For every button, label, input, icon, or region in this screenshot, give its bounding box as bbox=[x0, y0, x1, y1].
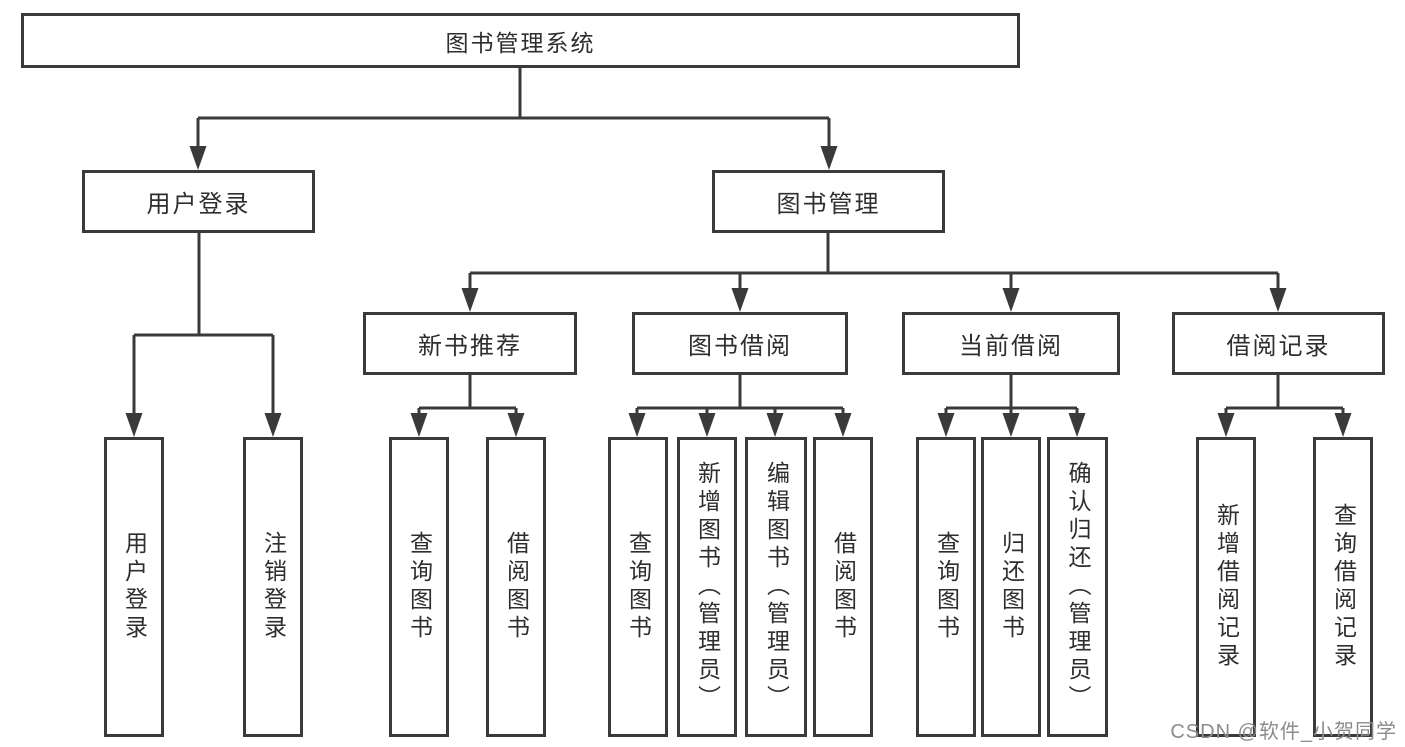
leaf-query-books-borrowing: 查询图书 bbox=[608, 437, 668, 737]
leaf-logout: 注销登录 bbox=[243, 437, 303, 737]
leaf-edit-books-admin: 编辑图书（管理员） bbox=[745, 437, 807, 737]
node-user-login: 用户登录 bbox=[82, 170, 315, 233]
leaf-add-books-admin: 新增图书（管理员） bbox=[677, 437, 737, 737]
leaf-add-borrowing-record: 新增借阅记录 bbox=[1196, 437, 1256, 737]
node-book-management: 图书管理 bbox=[712, 170, 945, 233]
leaf-return-books: 归还图书 bbox=[981, 437, 1041, 737]
leaf-confirm-return-admin: 确认归还（管理员） bbox=[1047, 437, 1108, 737]
arrowhead-icon bbox=[1217, 413, 1235, 437]
arrowhead-icon bbox=[766, 413, 784, 437]
arrowhead-icon bbox=[125, 413, 143, 437]
node-library-management-system: 图书管理系统 bbox=[21, 13, 1020, 68]
leaf-query-borrowing-record: 查询借阅记录 bbox=[1313, 437, 1373, 737]
arrowhead-icon bbox=[698, 413, 716, 437]
arrowhead-icon bbox=[410, 413, 428, 437]
arrowhead-icon bbox=[507, 413, 525, 437]
csdn-watermark: CSDN @软件_小贺同学 bbox=[1170, 721, 1397, 743]
arrowhead-icon bbox=[820, 146, 838, 170]
node-borrowing-records: 借阅记录 bbox=[1172, 312, 1385, 375]
node-current-borrowing: 当前借阅 bbox=[902, 312, 1120, 375]
arrowhead-icon bbox=[189, 146, 207, 170]
arrowhead-icon bbox=[1269, 288, 1287, 312]
leaf-borrow-books-recommend: 借阅图书 bbox=[486, 437, 546, 737]
leaf-query-books-current: 查询图书 bbox=[916, 437, 976, 737]
arrowhead-icon bbox=[1068, 413, 1086, 437]
arrowhead-icon bbox=[731, 288, 749, 312]
node-new-book-recommendation: 新书推荐 bbox=[363, 312, 577, 375]
arrowhead-icon bbox=[264, 413, 282, 437]
node-book-borrowing: 图书借阅 bbox=[632, 312, 848, 375]
arrowhead-icon bbox=[937, 413, 955, 437]
arrowhead-icon bbox=[834, 413, 852, 437]
arrowhead-icon bbox=[628, 413, 646, 437]
arrowhead-icon bbox=[1002, 288, 1020, 312]
arrowhead-icon bbox=[1334, 413, 1352, 437]
leaf-borrow-books-borrowing: 借阅图书 bbox=[813, 437, 873, 737]
leaf-user-login: 用户登录 bbox=[104, 437, 164, 737]
arrowhead-icon bbox=[461, 288, 479, 312]
leaf-query-books-recommend: 查询图书 bbox=[389, 437, 449, 737]
arrowhead-icon bbox=[1002, 413, 1020, 437]
